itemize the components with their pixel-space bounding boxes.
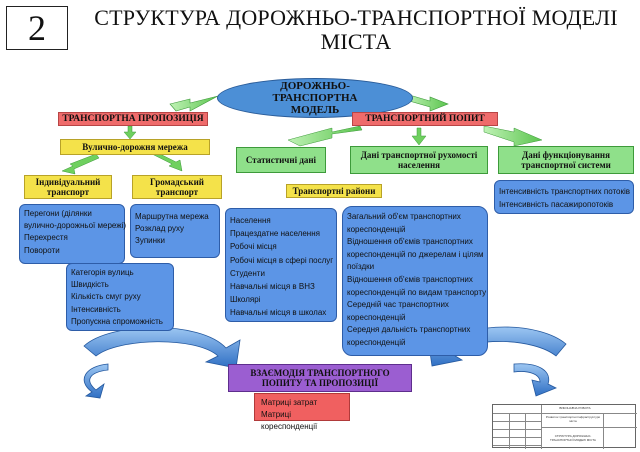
public-transport-box: Громадський транспорт xyxy=(132,175,222,199)
list-item: Матриці затрат xyxy=(261,398,318,407)
individual-list: Перегони (ділянки вулично-дорожньої мере… xyxy=(19,204,127,264)
list-item: Категорія вулиць xyxy=(71,268,134,277)
functioning-list: Інтенсивність транспортних потоків Інтен… xyxy=(494,180,634,214)
model-oval-label: ДОРОЖНЬО-ТРАНСПОРТНА МОДЕЛЬ xyxy=(272,80,358,116)
list-item: кореспонденцій xyxy=(347,337,406,347)
list-item: Робочі місця в сфері послуг xyxy=(230,255,334,265)
arrow-to-static xyxy=(287,125,363,147)
districts-list: Населення Працездатне населення Робочі м… xyxy=(225,208,337,322)
street-parameters-list: Категорія вулиць Швидкість Кількість сму… xyxy=(66,263,174,331)
list-item: Середня дальність транспортних xyxy=(347,325,471,335)
demand-header: ТРАНСПОРТНИЙ ПОПИТ xyxy=(352,112,498,126)
arrow-to-mobility xyxy=(411,127,427,146)
functioning-data-box: Дані функціонування транспортної системи xyxy=(498,146,634,174)
list-item: Інтенсивність пасажиропотоків xyxy=(499,200,614,209)
arrow-left-return xyxy=(83,363,109,399)
page-title: СТРУКТУРА ДОРОЖНЬО-ТРАНСПОРТНОЇ МОДЕЛІ М… xyxy=(94,5,618,54)
list-item: Повороти xyxy=(24,245,60,255)
interaction-box: ВЗАЄМОДІЯ ТРАНСПОРТНОГО ПОПИТУ ТА ПРОПОЗ… xyxy=(228,364,412,392)
list-item: Інтенсивність транспортних потоків xyxy=(499,187,631,196)
title-block-stamp: ВИКОНАВЧА РОБОТА Розвиток транспортної і… xyxy=(492,404,637,449)
list-item: Навчальні місця в школах xyxy=(230,308,327,318)
list-item: Студенти xyxy=(230,268,265,278)
arrow-to-functioning xyxy=(483,125,543,147)
page-number: 2 xyxy=(6,6,68,50)
list-item: Швидкість xyxy=(71,280,109,290)
list-item: Загальний об'єм транспортних xyxy=(347,212,461,221)
list-item: Населення xyxy=(230,216,271,225)
stamp-topic: Розвиток транспортної інфраструктури міс… xyxy=(545,415,601,423)
interaction-list: Матриці затрат Матриці кореспонденції xyxy=(254,393,350,431)
list-item: вулично-дорожньої мережі) xyxy=(24,221,127,231)
list-item: Відношення об'ємів транспортних xyxy=(347,237,473,247)
street-network-box: Вулично-дорожня мережа xyxy=(60,139,210,155)
list-item: кореспонденцій xyxy=(347,312,406,322)
supply-header: ТРАНСПОРТНА ПРОПОЗИЦІЯ xyxy=(58,112,208,126)
mobility-list: Загальний об'єм транспортних кореспонден… xyxy=(342,206,488,356)
list-item: Розклад руху xyxy=(135,224,184,234)
list-item: Робочі місця xyxy=(230,242,277,252)
list-item: Інтенсивність xyxy=(71,304,121,314)
list-item: Школярі xyxy=(230,295,261,305)
list-item: Навчальні місця в ВНЗ xyxy=(230,282,315,292)
list-item: Відношення об'ємів транспортних xyxy=(347,274,473,284)
list-item: кореспонденцій по видам транспорту xyxy=(347,287,487,297)
list-item: Матриці кореспонденції xyxy=(261,410,318,431)
arrow-to-individual xyxy=(61,153,100,175)
list-item: Зупинки xyxy=(135,236,166,246)
public-list: Маршрутна мережа Розклад руху Зупинки xyxy=(130,204,220,258)
list-item: поїздки xyxy=(347,262,375,272)
stamp-header: ВИКОНАВЧА РОБОТА xyxy=(559,406,591,410)
list-item: Кількість смуг руху xyxy=(71,292,141,302)
list-item: Перегони (ділянки xyxy=(24,209,92,218)
list-item: Маршрутна мережа xyxy=(135,212,209,221)
static-data-box: Статистичні дані xyxy=(236,147,326,173)
list-item: Пропускна спроможність xyxy=(71,316,163,326)
list-item: Перехрестя xyxy=(24,233,68,243)
stamp-sheet-title: СТРУКТУРА ДОРОЖНЬО-ТРАНСПОРТНОЇ МОДЕЛІ М… xyxy=(550,434,596,442)
list-item: кореспонденцій xyxy=(347,224,406,234)
list-item: Середній час транспортних xyxy=(347,300,449,310)
list-item: кореспонденцій по джерелам і цілям xyxy=(347,249,484,259)
arrow-supply-network xyxy=(123,125,137,140)
arrow-to-supply xyxy=(169,95,219,112)
mobility-data-box: Дані транспортної рухомості населення xyxy=(350,146,488,174)
arrow-supply-to-interaction xyxy=(83,327,241,369)
list-item: Працездатне населення xyxy=(230,229,320,239)
individual-transport-box: Індивідуальний транспорт xyxy=(24,175,112,199)
transport-districts-box: Транспортні райони xyxy=(286,184,382,198)
model-oval: ДОРОЖНЬО-ТРАНСПОРТНА МОДЕЛЬ xyxy=(217,78,413,118)
arrow-right-return xyxy=(513,363,557,397)
